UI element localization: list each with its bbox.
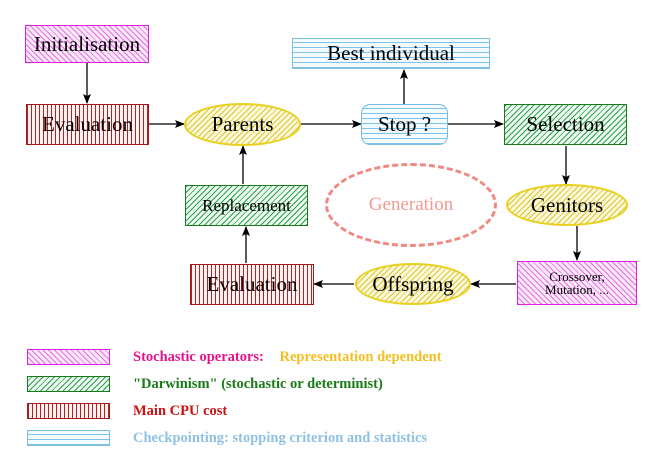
node-parents[interactable]: Parents bbox=[184, 103, 301, 146]
legend-label-main-cpu-cost: Main CPU cost bbox=[133, 403, 227, 420]
legend-text-primary: "Darwinism" (stochastic or determinist) bbox=[133, 375, 383, 392]
node-best-individual[interactable]: Best individual bbox=[292, 38, 490, 69]
node-genitors-label: Genitors bbox=[530, 192, 604, 217]
node-offspring[interactable]: Offspring bbox=[355, 263, 471, 305]
legend-text-primary: Stochastic operators: bbox=[133, 348, 264, 365]
node-stop-label: Stop ? bbox=[377, 112, 432, 136]
legend-swatch-darwinism bbox=[27, 376, 110, 392]
generation-annotation: Generation bbox=[325, 163, 497, 247]
node-initialisation[interactable]: Initialisation bbox=[25, 25, 149, 63]
node-parents-label: Parents bbox=[211, 112, 274, 136]
node-best-individual-label: Best individual bbox=[327, 41, 455, 65]
node-evaluation-top[interactable]: Evaluation bbox=[26, 104, 149, 145]
legend-swatch-stochastic-operators bbox=[27, 349, 110, 365]
legend-text-primary: Checkpointing: stopping criterion and st… bbox=[133, 429, 428, 446]
node-evaluation-bottom[interactable]: Evaluation bbox=[190, 264, 314, 305]
legend-row: Stochastic operators: Representation dep… bbox=[27, 346, 442, 368]
legend-row: "Darwinism" (stochastic or determinist) bbox=[27, 373, 383, 395]
legend-text-primary: Main CPU cost bbox=[133, 402, 228, 419]
legend-label-stochastic-operators: Stochastic operators: Representation dep… bbox=[133, 349, 442, 366]
node-replacement[interactable]: Replacement bbox=[185, 185, 308, 226]
node-selection[interactable]: Selection bbox=[504, 104, 627, 145]
node-crossover-mutation-label-line2: Mutation, ... bbox=[545, 282, 609, 297]
node-initialisation-label: Initialisation bbox=[33, 31, 141, 56]
node-offspring-label: Offspring bbox=[372, 271, 454, 296]
legend-swatch-main-cpu-cost bbox=[27, 403, 110, 419]
generation-label: Generation bbox=[368, 194, 454, 215]
node-selection-label: Selection bbox=[526, 112, 605, 136]
legend-label-checkpointing: Checkpointing: stopping criterion and st… bbox=[133, 430, 427, 447]
legend-swatch-checkpointing bbox=[27, 430, 110, 446]
node-genitors[interactable]: Genitors bbox=[506, 184, 628, 226]
node-evaluation-bottom-label: Evaluation bbox=[206, 272, 298, 296]
node-stop[interactable]: Stop ? bbox=[361, 104, 448, 145]
node-crossover-mutation[interactable]: Crossover, Mutation, ... bbox=[517, 261, 637, 305]
legend-label-darwinism: "Darwinism" (stochastic or determinist) bbox=[133, 376, 383, 393]
legend-row: Main CPU cost bbox=[27, 400, 227, 422]
node-crossover-mutation-label-line1: Crossover, bbox=[549, 269, 605, 284]
legend-row: Checkpointing: stopping criterion and st… bbox=[27, 427, 427, 449]
node-replacement-label: Replacement bbox=[202, 196, 291, 215]
node-evaluation-top-label: Evaluation bbox=[42, 112, 133, 136]
legend-text-secondary: Representation dependent bbox=[279, 348, 442, 365]
